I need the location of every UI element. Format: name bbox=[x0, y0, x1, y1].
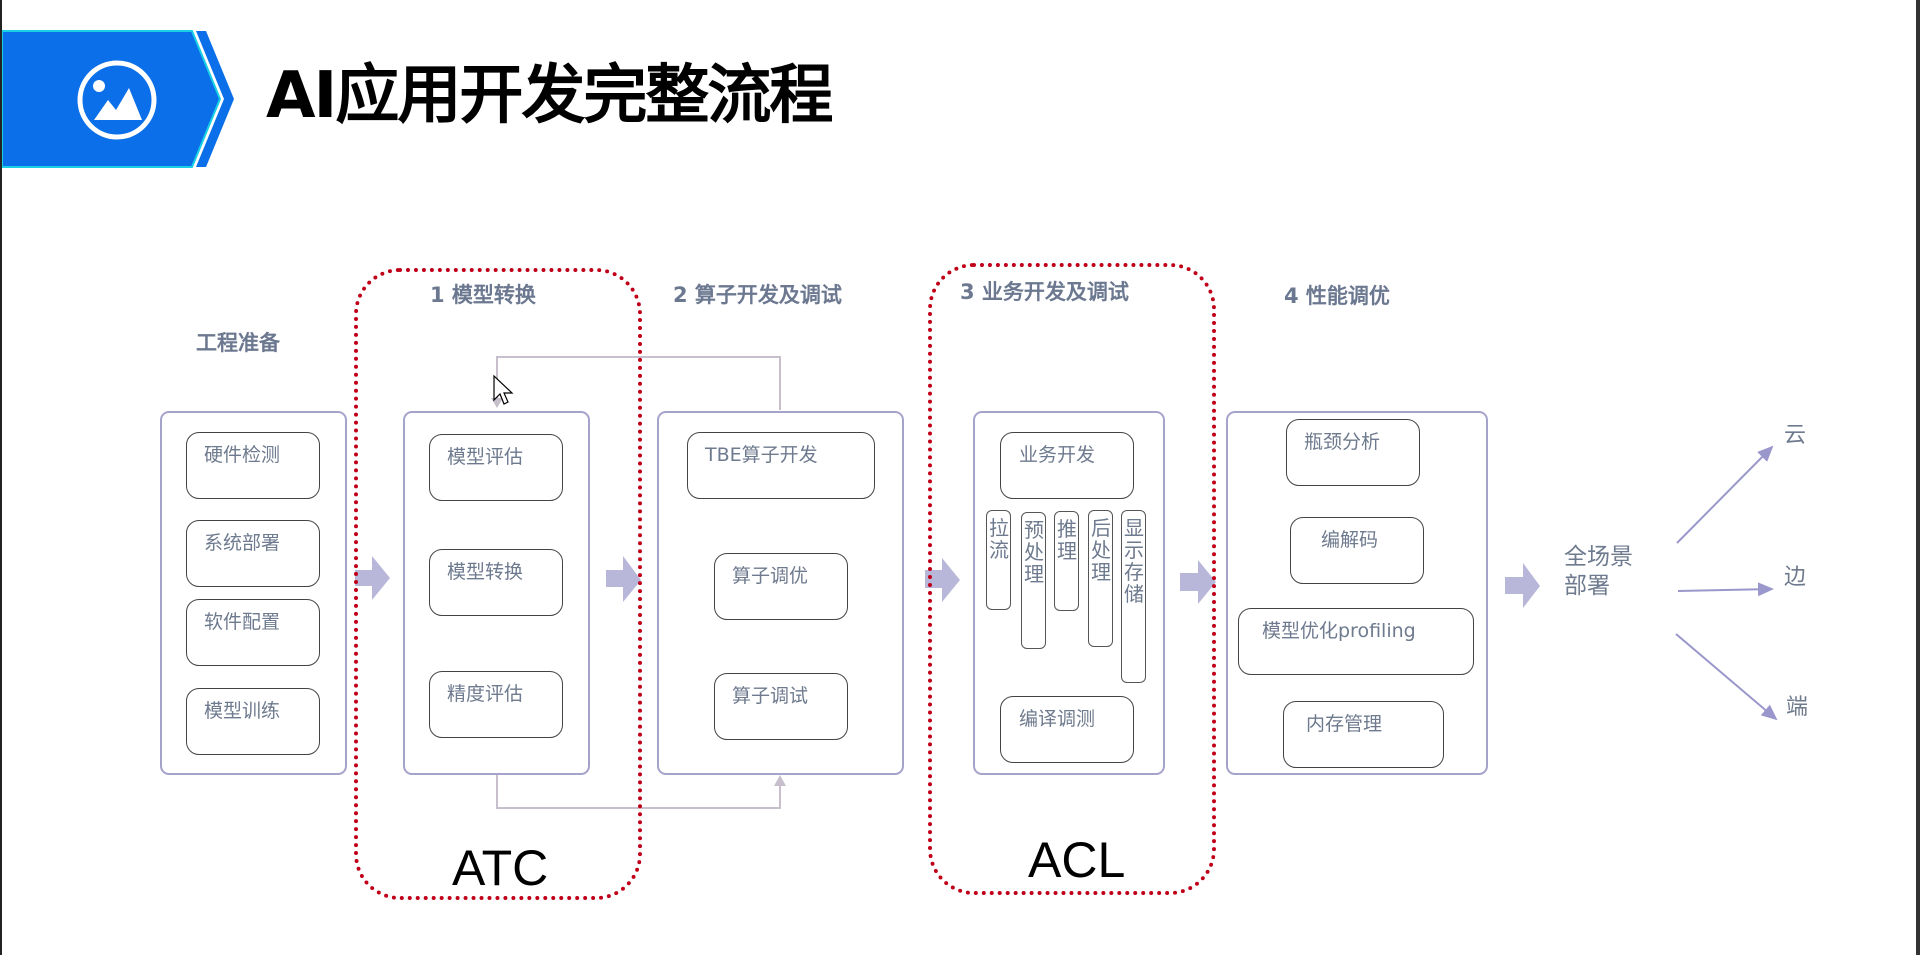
box-bottleneck-analysis[interactable]: 瓶颈分析 bbox=[1286, 419, 1420, 486]
pipeline-step-postprocess[interactable]: 后处理 bbox=[1088, 510, 1113, 647]
stage-title-perf-tuning: 4 性能调优 bbox=[1284, 284, 1390, 308]
box-label: 模型转换 bbox=[447, 561, 524, 583]
box-hardware-check[interactable]: 硬件检测 bbox=[186, 432, 320, 499]
pipeline-step-label: 预处理 bbox=[1024, 518, 1044, 586]
deployment-label-line1: 全场景 bbox=[1564, 544, 1633, 570]
pipeline-step-label: 显示存储 bbox=[1124, 516, 1144, 606]
pipeline-step-label: 后处理 bbox=[1091, 516, 1111, 584]
image-icon bbox=[77, 60, 157, 140]
group-acl bbox=[928, 263, 1216, 895]
box-label: 模型优化profiling bbox=[1262, 620, 1416, 642]
feedback-connector-bottom-arrowhead bbox=[774, 775, 786, 786]
box-label: 模型评估 bbox=[447, 446, 524, 468]
box-software-config[interactable]: 软件配置 bbox=[186, 599, 320, 666]
box-label: 精度评估 bbox=[447, 683, 524, 705]
deploy-arrow-device bbox=[1675, 633, 1778, 721]
deploy-arrow-edge bbox=[1677, 582, 1774, 597]
pipeline-step-inference[interactable]: 推理 bbox=[1054, 511, 1079, 611]
box-label: 算子调试 bbox=[732, 685, 809, 707]
box-system-deploy[interactable]: 系统部署 bbox=[186, 520, 320, 587]
box-label: TBE算子开发 bbox=[705, 444, 818, 466]
tool-label-atc: ATC bbox=[452, 840, 549, 896]
page-title: AI应用开发完整流程 bbox=[266, 59, 833, 133]
box-label: 硬件检测 bbox=[204, 444, 281, 466]
box-label: 软件配置 bbox=[204, 611, 281, 633]
box-tbe-operator-dev[interactable]: TBE算子开发 bbox=[687, 432, 875, 499]
deployment-label-line2: 部署 bbox=[1564, 573, 1610, 599]
pipeline-step-label: 拉流 bbox=[989, 516, 1009, 562]
box-model-optimization-profiling[interactable]: 模型优化profiling bbox=[1238, 608, 1474, 675]
box-accuracy-evaluation[interactable]: 精度评估 bbox=[429, 671, 563, 738]
stage-title-app-dev: 3 业务开发及调试 bbox=[960, 280, 1129, 304]
deploy-target-edge: 边 bbox=[1784, 565, 1807, 590]
deploy-arrow-cloud bbox=[1676, 445, 1774, 544]
group-atc bbox=[354, 268, 642, 900]
stage-title-model-conversion: 1 模型转换 bbox=[430, 283, 536, 307]
pipeline-step-pull-stream[interactable]: 拉流 bbox=[986, 510, 1011, 610]
stage-title-operator-dev: 2 算子开发及调试 bbox=[673, 283, 842, 307]
pipeline-step-display-store[interactable]: 显示存储 bbox=[1121, 510, 1146, 683]
flow-arrow-5 bbox=[1505, 563, 1540, 608]
box-model-training[interactable]: 模型训练 bbox=[186, 688, 320, 755]
box-label: 编解码 bbox=[1321, 529, 1379, 551]
window-border-right bbox=[1916, 0, 1920, 955]
deploy-target-device: 端 bbox=[1786, 695, 1809, 720]
tool-label-acl: ACL bbox=[1028, 832, 1126, 888]
pipeline-step-label: 推理 bbox=[1057, 517, 1077, 563]
box-label: 瓶颈分析 bbox=[1304, 431, 1381, 453]
header-banner bbox=[2, 30, 234, 168]
box-label: 编译调测 bbox=[1019, 708, 1096, 730]
box-operator-debug[interactable]: 算子调试 bbox=[714, 673, 848, 740]
box-label: 模型训练 bbox=[204, 700, 281, 722]
deployment-label: 全场景 部署 bbox=[1564, 543, 1633, 601]
box-label: 系统部署 bbox=[204, 532, 281, 554]
stage-title-prep: 工程准备 bbox=[196, 331, 280, 355]
deploy-target-cloud: 云 bbox=[1784, 423, 1807, 448]
box-codec[interactable]: 编解码 bbox=[1290, 517, 1424, 584]
box-memory-management[interactable]: 内存管理 bbox=[1283, 701, 1444, 768]
box-model-evaluation[interactable]: 模型评估 bbox=[429, 434, 563, 501]
box-label: 算子调优 bbox=[732, 565, 809, 587]
box-model-conversion[interactable]: 模型转换 bbox=[429, 549, 563, 616]
pipeline-step-preprocess[interactable]: 预处理 bbox=[1021, 512, 1046, 649]
box-app-development[interactable]: 业务开发 bbox=[1000, 432, 1134, 499]
box-label: 内存管理 bbox=[1306, 713, 1383, 735]
box-operator-tuning[interactable]: 算子调优 bbox=[714, 553, 848, 620]
window-border-left bbox=[0, 0, 2, 955]
box-compile-debug[interactable]: 编译调测 bbox=[1000, 696, 1134, 763]
box-label: 业务开发 bbox=[1019, 444, 1096, 466]
